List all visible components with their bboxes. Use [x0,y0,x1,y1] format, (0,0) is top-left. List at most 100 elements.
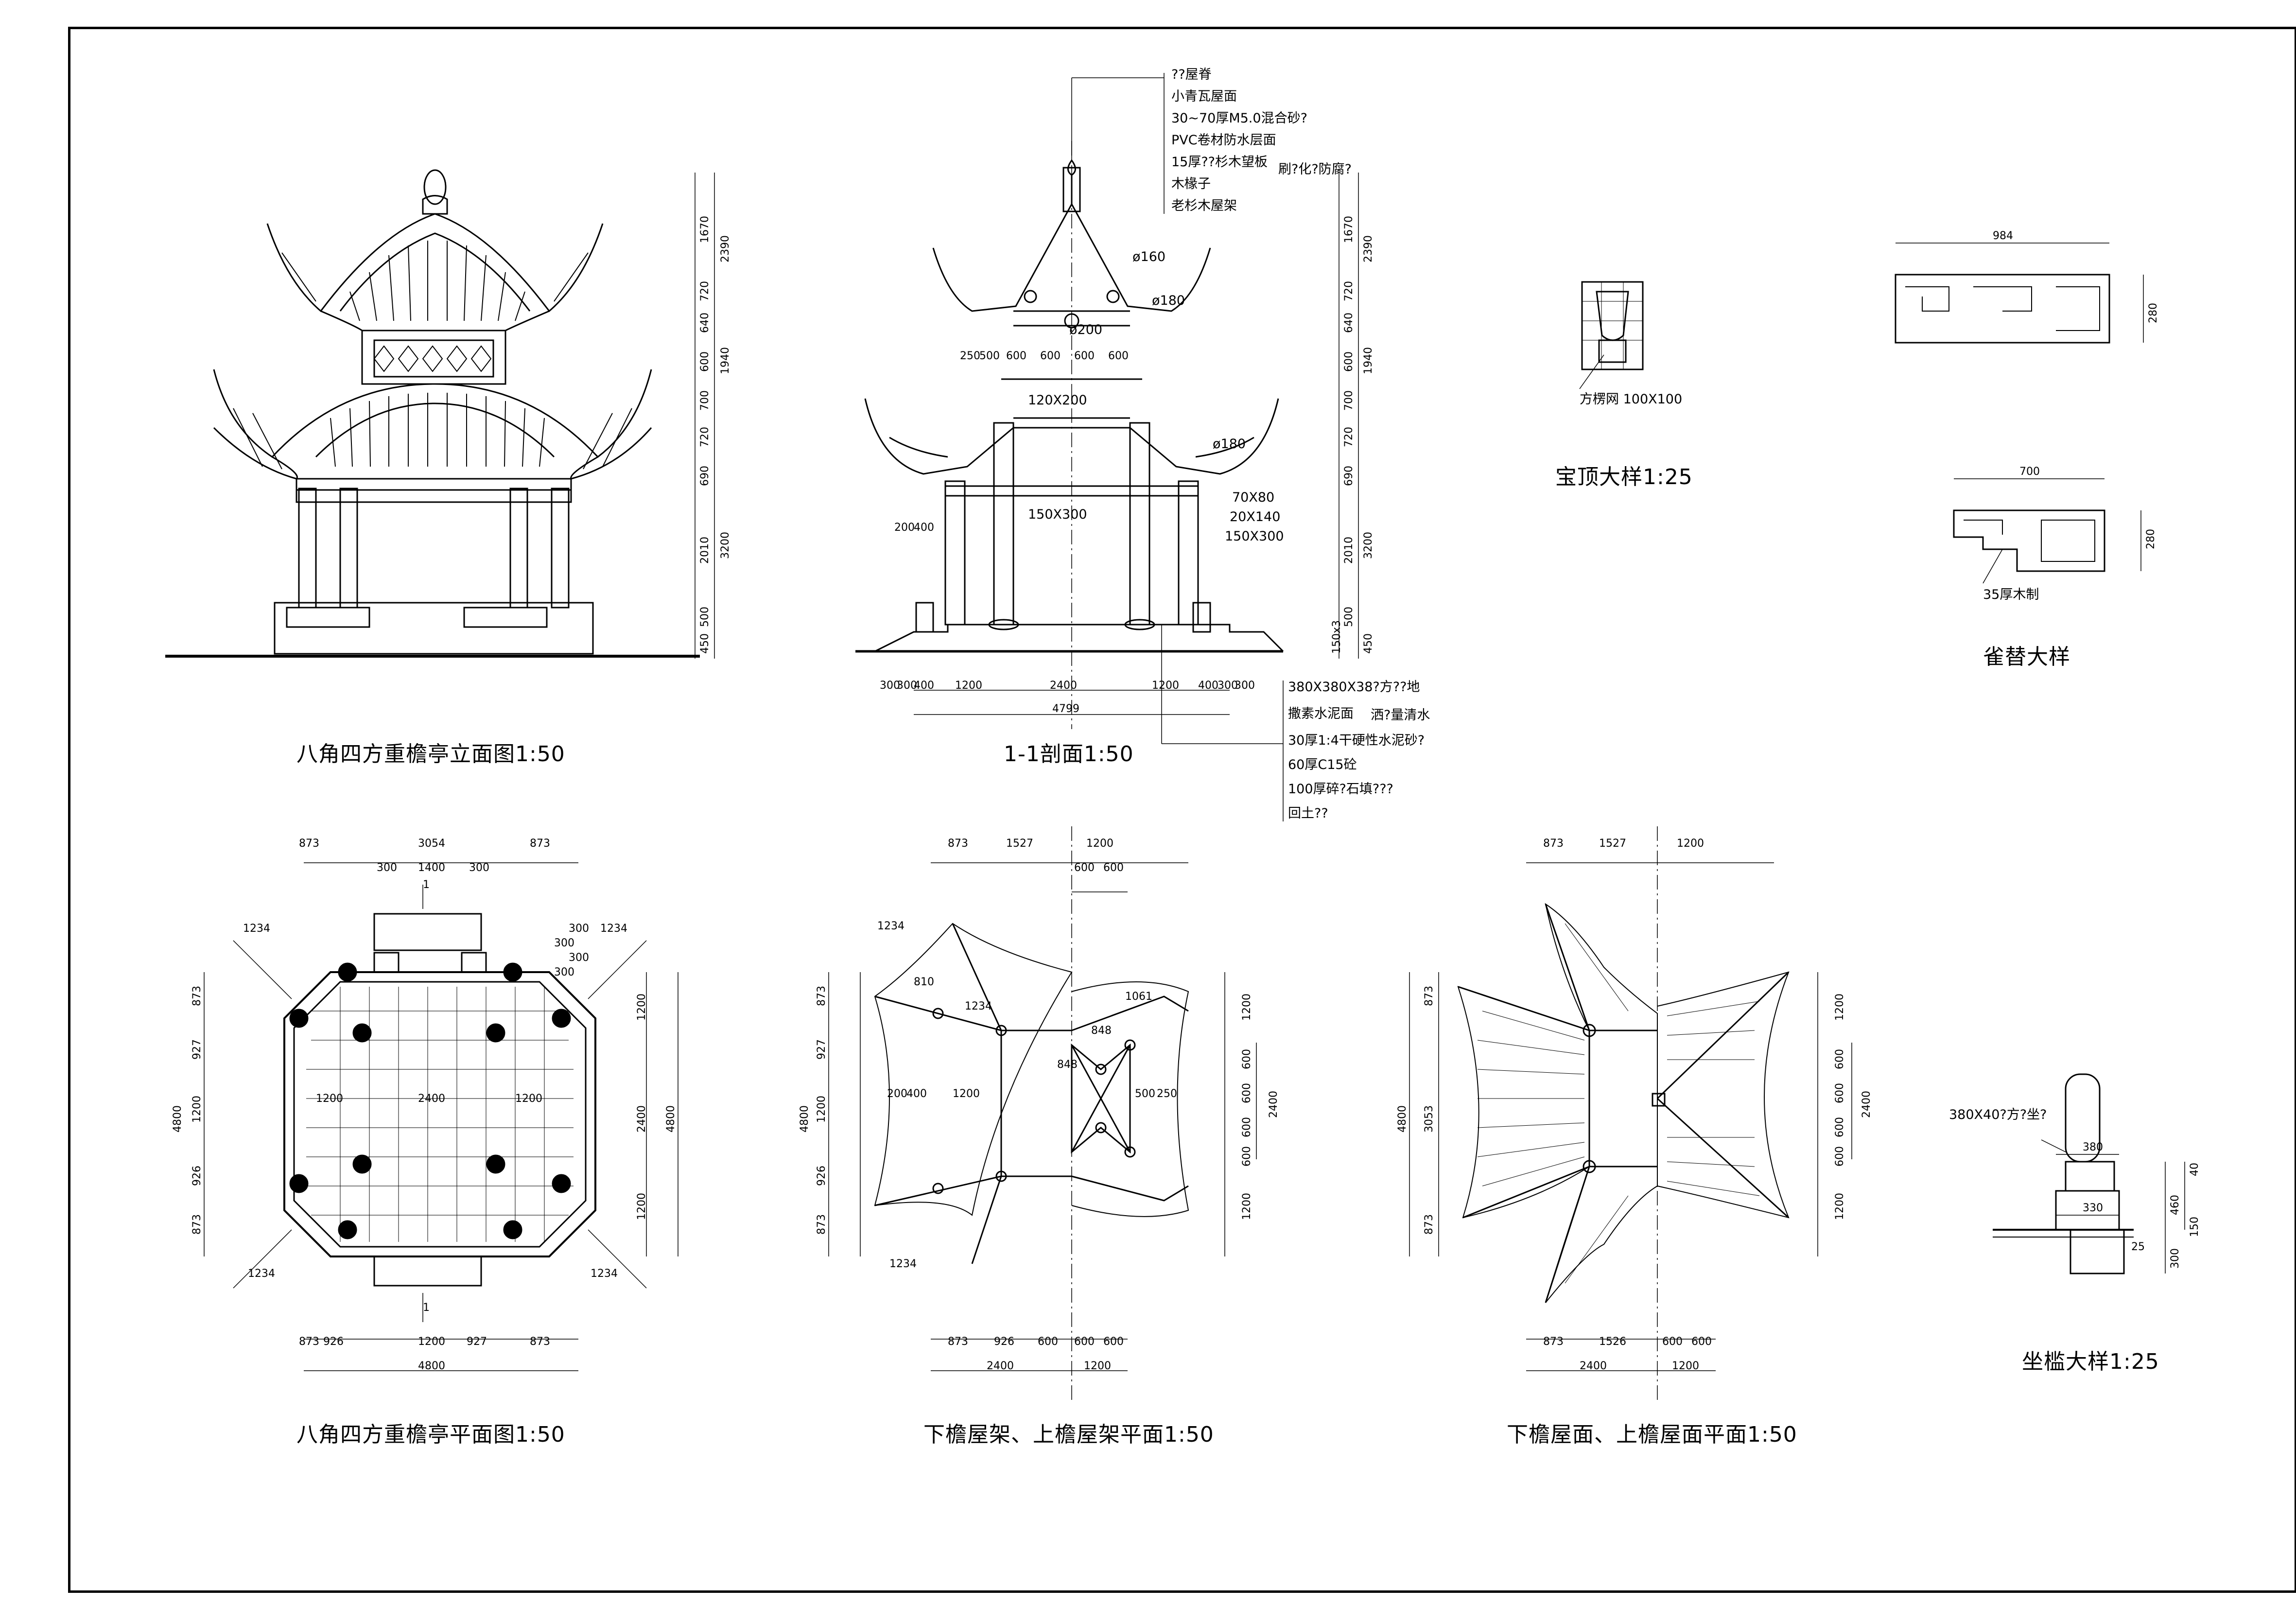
dim: 873 [1423,986,1435,1006]
section-upper-roof-left [932,204,1073,312]
section-column [1129,422,1150,626]
dim: 600 [1241,1083,1253,1103]
dim: 460 [2169,1195,2181,1215]
dim: 600 [1103,1336,1124,1348]
bracket-detail-title: 雀替大样 [1983,645,2070,669]
dim: 700 [1343,390,1355,411]
dim: 2010 [1343,537,1355,564]
dim: 2010 [699,537,711,564]
roof-layer-side-note: 刷?化?防腐? [1278,162,1352,177]
bracket-detail-drawing [1895,243,2144,584]
floor-layer: 60厚C15砼 [1288,757,1357,772]
dim: 200 [894,522,915,534]
elevation-dim-lines [695,173,1359,715]
dim: 400 [914,680,934,692]
dim: 1200 [1677,837,1704,850]
cut-mark: 1 [423,1302,430,1314]
elev-bench-left [286,607,370,628]
dim: 1527 [1006,837,1033,850]
dim: 4800 [1396,1105,1409,1133]
dim: 873 [299,1336,319,1348]
roof-layer: PVC卷材防水层面 [1171,133,1276,148]
dim: 1200 [316,1093,343,1105]
dim: 300 [377,862,397,874]
dim: 150 [2189,1217,2201,1237]
dim: 2400 [418,1093,445,1105]
section-label: ø200 [1069,322,1103,337]
dim: 1527 [1599,837,1626,850]
dim: 873 [530,1336,550,1348]
dim: 873 [1543,1336,1564,1348]
bench-label: 380X40?方?坐? [1949,1107,2047,1122]
dim: 300 [880,680,900,692]
dim: 1234 [248,1268,275,1280]
dim: 690 [699,466,711,486]
dim: 300 [554,966,574,978]
dim: 450 [1362,633,1374,654]
dim: 1061 [1125,991,1152,1003]
floor-layer: 100厚碎?石填??? [1288,782,1393,797]
dim: 280 [2145,529,2157,549]
elev-upper-roof [266,213,604,313]
bench-detail-title: 坐槛大样1:25 [2022,1349,2159,1374]
dim: 1234 [243,923,270,935]
elev-finial-base [422,195,448,215]
floor-layer: 撒素水泥面 [1288,706,1354,721]
dim: 600 [1834,1117,1846,1137]
dim: 500 [699,607,711,627]
dim: 2400 [1861,1091,1873,1118]
roof-layer: ??屋脊 [1171,67,1212,82]
dim: 600 [1241,1117,1253,1137]
dim: 848 [1057,1059,1078,1071]
floor-layer: 30厚1:4干硬性水泥砂? [1288,733,1425,748]
dim: 2390 [719,235,731,262]
roof-left-outline [1457,903,1658,1303]
dim: 600 [1040,350,1061,362]
dim: 873 [816,986,828,1006]
dim: 927 [467,1336,487,1348]
plan-step-top [373,913,482,951]
dim: 600 [1834,1049,1846,1069]
dim: 2400 [987,1360,1014,1372]
dim: 600 [1074,1336,1095,1348]
dim: 330 [2083,1202,2103,1214]
section-label: ø180 [1152,293,1185,308]
dim: 150x3 [1331,620,1343,654]
dim: 300 [1235,680,1255,692]
dim: 1234 [591,1268,618,1280]
roof-plan-drawing [1409,826,1852,1400]
dim: 927 [191,1039,203,1060]
dim: 926 [323,1336,344,1348]
roof-right-outline [1657,971,1790,1219]
dim: 700 [2019,466,2040,478]
plan-columns [289,962,571,1239]
section-label: 120X200 [1028,393,1087,408]
elev-column [339,488,358,609]
dim: 640 [699,313,711,333]
dim: 4800 [172,1105,184,1133]
section-label: 150X300 [1028,507,1087,522]
dim: 1200 [816,1096,828,1123]
section-title: 1-1剖面1:50 [1004,742,1134,767]
dim: 873 [299,837,319,850]
section-label: ø160 [1132,249,1166,264]
dim: 1200 [1084,1360,1111,1372]
dim: 2400 [1268,1091,1280,1118]
dim: 1200 [1152,680,1179,692]
section-column [993,422,1014,626]
dim: 2400 [1050,680,1077,692]
dim: 1234 [965,1000,992,1012]
dim: 400 [914,522,934,534]
dim: 1234 [877,920,904,932]
dim: 600 [1662,1336,1683,1348]
dim: 720 [1343,427,1355,447]
elev-column [551,488,570,609]
dim: 2400 [636,1105,648,1133]
dim: 984 [1993,230,2013,242]
plan-drawing [204,862,678,1371]
dim: 1200 [418,1336,445,1348]
dim: 280 [2147,303,2159,323]
dim: 300 [469,862,489,874]
dim: 1526 [1599,1336,1626,1348]
